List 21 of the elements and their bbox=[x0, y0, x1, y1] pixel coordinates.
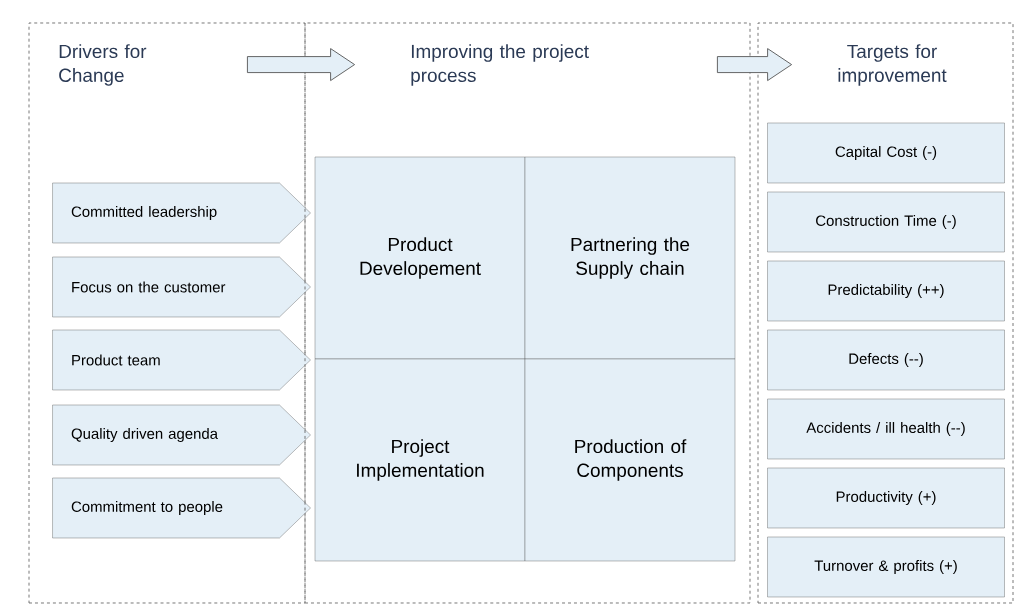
target-box: Capital Cost (-) bbox=[767, 122, 1005, 184]
block-arrow bbox=[716, 48, 793, 82]
chevron-box: Product team bbox=[52, 329, 311, 391]
quadrant-cell: Partnering the Supply chain bbox=[524, 156, 736, 360]
block-arrow bbox=[246, 48, 356, 82]
quadrant-cell: Production of Components bbox=[524, 358, 736, 562]
panel-heading: Drivers for Change bbox=[59, 44, 147, 86]
quadrant-cell: Product Developement bbox=[314, 156, 526, 360]
chevron-box: Quality driven agenda bbox=[52, 404, 311, 466]
target-box: Predictability (++) bbox=[767, 260, 1005, 322]
panel-heading: Targets for improvement bbox=[838, 44, 947, 86]
target-box: Productivity (+) bbox=[767, 467, 1005, 529]
panel-heading: Improving the project process bbox=[411, 44, 589, 86]
target-box: Construction Time (-) bbox=[767, 191, 1005, 253]
quadrant-cell: Project Implementation bbox=[314, 358, 526, 562]
chevron-box: Commitment to people bbox=[52, 477, 311, 539]
chevron-box: Committed leadership bbox=[52, 182, 311, 244]
chevron-box: Focus on the customer bbox=[52, 256, 311, 318]
target-box: Defects (--) bbox=[767, 329, 1005, 391]
target-box: Accidents / ill health (--) bbox=[767, 398, 1005, 460]
target-box: Turnover & profits (+) bbox=[767, 536, 1005, 598]
